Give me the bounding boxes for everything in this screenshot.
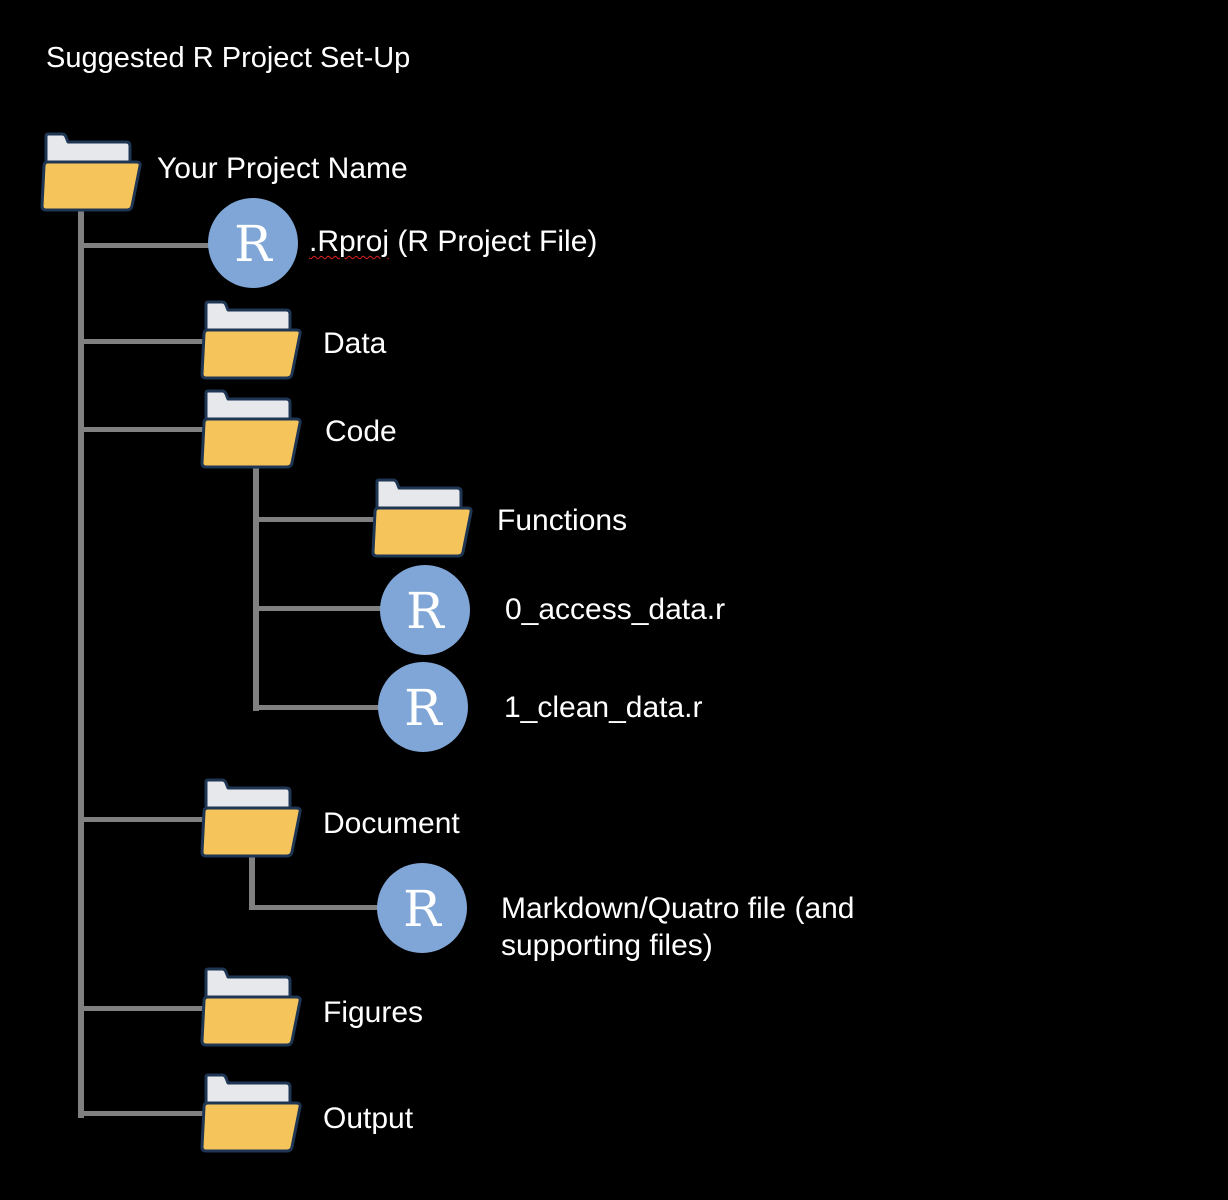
document-folder-label: Document	[323, 807, 460, 840]
branch-markdown	[252, 905, 380, 910]
folder-icon[interactable]	[200, 967, 304, 1049]
code-folder-label: Code	[325, 415, 397, 448]
branch-output	[80, 1111, 204, 1116]
page-title: Suggested R Project Set-Up	[46, 42, 411, 74]
folder-icon[interactable]	[371, 478, 475, 560]
r-logo-icon[interactable]: R	[377, 863, 467, 953]
branch-data	[80, 339, 204, 344]
branch-document	[80, 817, 204, 822]
r-logo-icon[interactable]: R	[380, 565, 470, 655]
branch-clean	[256, 705, 382, 710]
figures-folder-label: Figures	[323, 996, 424, 1029]
document-trunk-line	[249, 856, 255, 910]
r-logo-icon[interactable]: R	[208, 198, 298, 288]
rproj-ext-text: .Rproj	[309, 225, 390, 258]
r-logo-icon[interactable]: R	[378, 662, 468, 752]
rproj-label: .Rproj (R Project File)	[309, 224, 597, 260]
rproj-desc-text: (R Project File)	[389, 225, 598, 258]
output-folder-label: Output	[323, 1102, 414, 1135]
branch-figures	[80, 1006, 204, 1011]
branch-access	[256, 606, 382, 611]
folder-icon[interactable]	[200, 389, 304, 471]
branch-code	[80, 427, 204, 432]
markdown-file-label-line2: supporting files)	[501, 929, 713, 962]
folder-icon[interactable]	[200, 1073, 304, 1155]
root-trunk-line	[78, 210, 84, 1118]
clean-data-file-label: 1_clean_data.r	[504, 691, 703, 724]
access-data-file-label: 0_access_data.r	[505, 593, 726, 626]
branch-functions	[256, 517, 376, 522]
data-folder-label: Data	[323, 327, 387, 360]
functions-folder-label: Functions	[497, 504, 628, 537]
folder-icon[interactable]	[200, 300, 304, 382]
root-folder-label: Your Project Name	[157, 152, 408, 185]
branch-rproj	[80, 243, 210, 248]
markdown-file-label-line1: Markdown/Quatro file (and	[501, 892, 855, 925]
folder-icon[interactable]	[40, 132, 144, 214]
code-trunk-line	[253, 466, 259, 711]
folder-icon[interactable]	[200, 778, 304, 860]
